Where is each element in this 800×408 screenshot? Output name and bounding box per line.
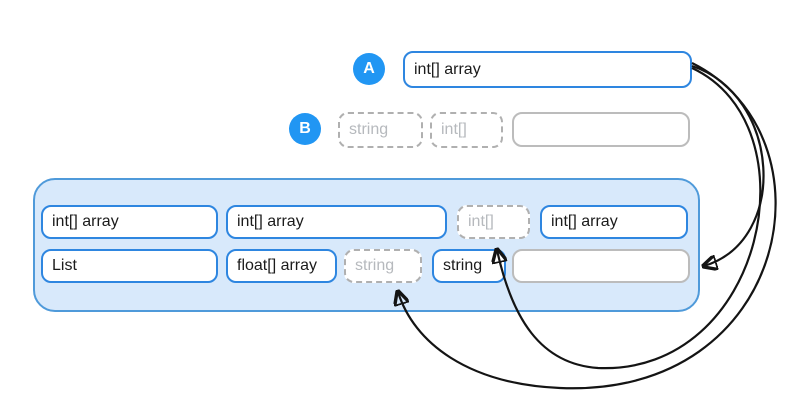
row-b-empty-slot[interactable]	[512, 112, 690, 147]
container-chip-int-array-1[interactable]: int[] array	[41, 205, 218, 239]
row-a-chip-int-array[interactable]: int[] array	[403, 51, 692, 88]
container-row1-dashed-int-slot[interactable]: int[]	[457, 205, 530, 239]
container-row2-dashed-string-slot[interactable]: string	[344, 249, 422, 283]
row-b-placeholder-int[interactable]: int[]	[430, 112, 503, 148]
container-chip-float-array[interactable]: float[] array	[226, 249, 337, 283]
chip-group-container	[33, 178, 700, 312]
container-chip-int-array-2[interactable]: int[] array	[226, 205, 447, 239]
container-chip-string[interactable]: string	[432, 249, 506, 283]
arrow-a-to-empty-slot	[691, 64, 765, 266]
label-b-badge: B	[289, 113, 321, 145]
row-b-placeholder-string[interactable]: string	[338, 112, 423, 148]
container-row2-empty-slot[interactable]	[512, 249, 690, 283]
label-a-badge: A	[353, 53, 385, 85]
container-chip-list[interactable]: List	[41, 249, 218, 283]
container-chip-int-array-3[interactable]: int[] array	[540, 205, 688, 239]
